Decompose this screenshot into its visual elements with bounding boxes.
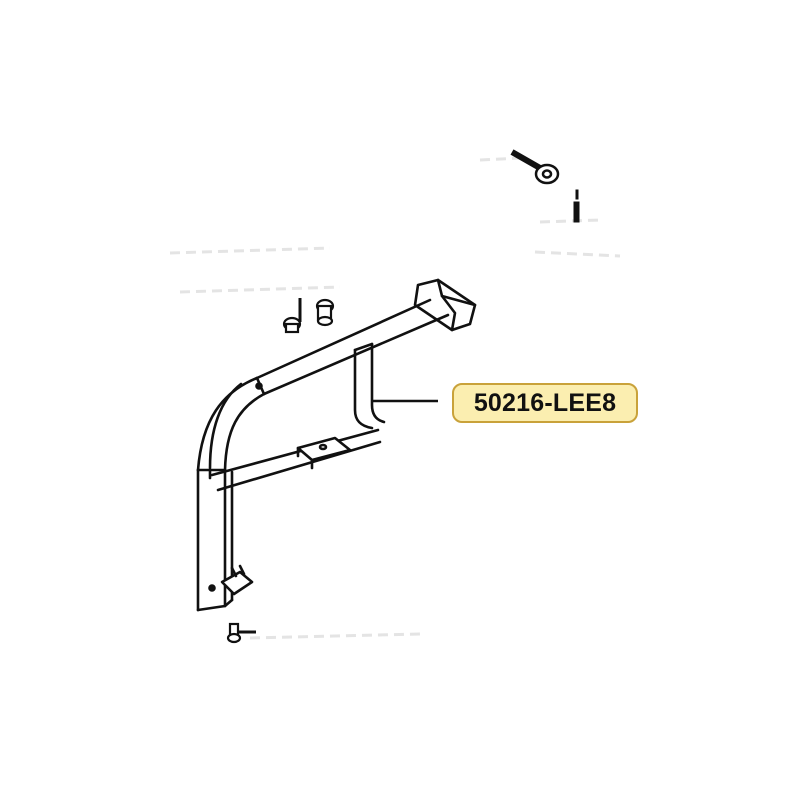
frame-bracket-icon xyxy=(196,278,477,612)
upper-pin-icon xyxy=(573,189,580,223)
upper-bolt-washer-icon xyxy=(510,149,560,185)
lower-bolt-icon xyxy=(226,622,256,644)
part-number-callout[interactable]: 50216-LEE8 xyxy=(452,383,638,423)
faded-background-lines xyxy=(169,156,621,640)
mounting-bolts-icon xyxy=(282,298,335,334)
